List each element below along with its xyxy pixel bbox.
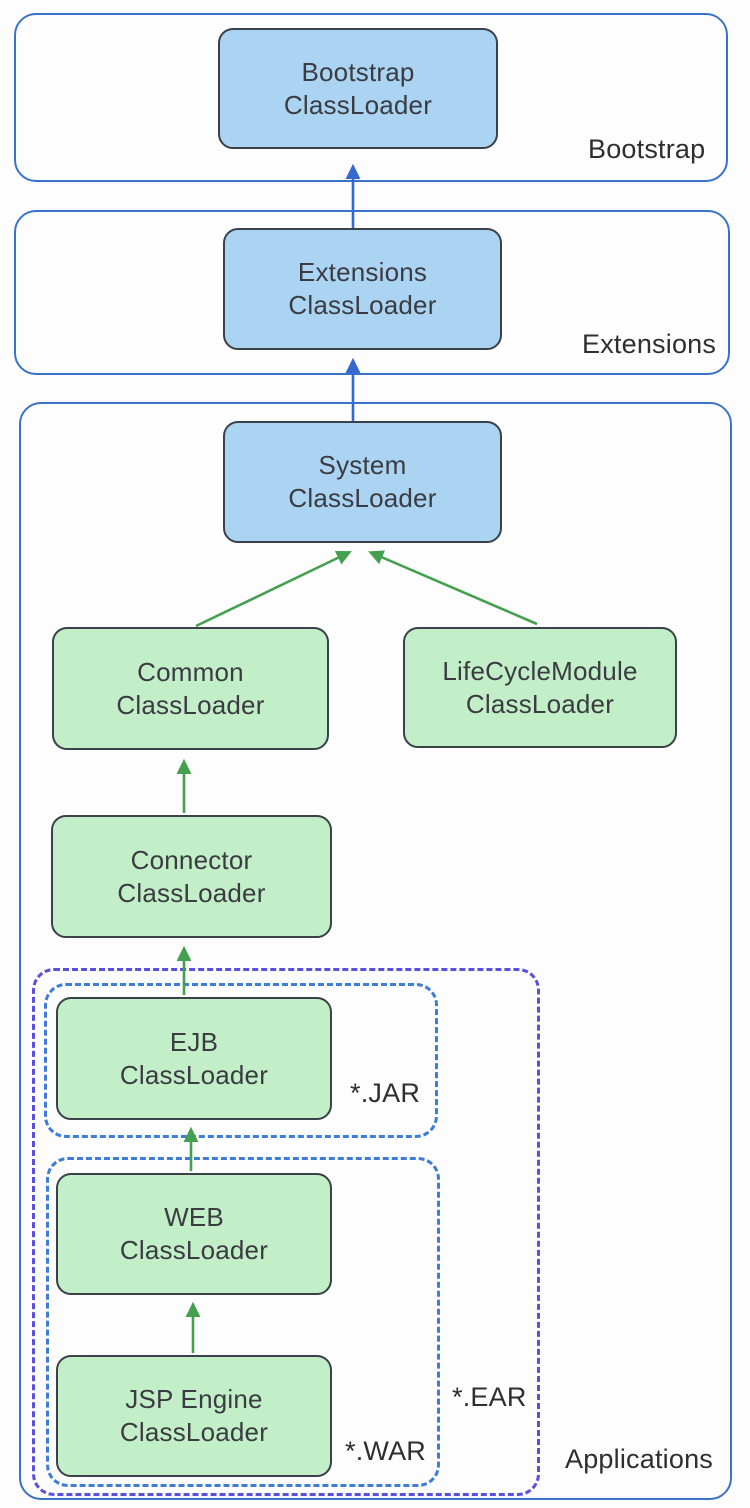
node-text-line2: ClassLoader bbox=[119, 1059, 269, 1090]
ear-dashed-group bbox=[32, 968, 540, 1496]
node-text-line1: Common bbox=[137, 656, 244, 687]
node-text-line1: Connector bbox=[130, 844, 253, 875]
bootstrap-classloader-node: Bootstrap ClassLoader bbox=[218, 28, 498, 149]
node-text-line1: LifeCycleModule bbox=[442, 655, 638, 686]
node-text-line1: JSP Engine bbox=[125, 1384, 263, 1414]
node-text-line2: ClassLoader bbox=[288, 483, 437, 513]
node-text-line1: System bbox=[318, 450, 407, 480]
applications-tier-label: Applications bbox=[565, 1444, 713, 1474]
node-text-line1: EJB bbox=[169, 1026, 219, 1057]
system-classloader-node: System ClassLoader bbox=[223, 421, 502, 543]
extensions-tier-label: Extensions bbox=[582, 329, 717, 359]
node-text-line2: ClassLoader bbox=[119, 1235, 269, 1265]
extensions-classloader-node: Extensions ClassLoader bbox=[223, 228, 502, 350]
jsp-engine-classloader-node: JSP Engine ClassLoader bbox=[56, 1355, 332, 1477]
node-text-line1: Bootstrap bbox=[301, 56, 415, 87]
node-text-line1: Extensions bbox=[297, 257, 428, 287]
node-text-line1: WEB bbox=[164, 1202, 224, 1232]
jar-dashed-group bbox=[44, 983, 438, 1138]
bootstrap-tier-container bbox=[14, 13, 728, 182]
node-text-line2: ClassLoader bbox=[465, 688, 615, 719]
node-text-line2: ClassLoader bbox=[283, 89, 433, 120]
ejb-classloader-node: EJB ClassLoader bbox=[56, 997, 332, 1120]
web-classloader-node: WEB ClassLoader bbox=[56, 1173, 332, 1295]
war-dashed-group bbox=[46, 1157, 440, 1487]
node-text-line2: ClassLoader bbox=[119, 1417, 269, 1447]
lifecyclemodule-classloader-node: LifeCycleModule ClassLoader bbox=[403, 627, 677, 748]
node-text-line2: ClassLoader bbox=[116, 689, 265, 720]
node-text-line2: ClassLoader bbox=[288, 290, 437, 320]
connector-classloader-node: Connector ClassLoader bbox=[51, 815, 332, 938]
applications-tier-container bbox=[19, 402, 732, 1500]
jar-label: *.JAR bbox=[350, 1078, 421, 1108]
node-text-line2: ClassLoader bbox=[117, 877, 266, 908]
war-label: *.WAR bbox=[345, 1436, 426, 1466]
bootstrap-tier-label: Bootstrap bbox=[588, 134, 706, 164]
common-classloader-node: Common ClassLoader bbox=[52, 627, 329, 750]
extensions-tier-container bbox=[14, 210, 730, 375]
ear-label: *.EAR bbox=[452, 1382, 527, 1412]
